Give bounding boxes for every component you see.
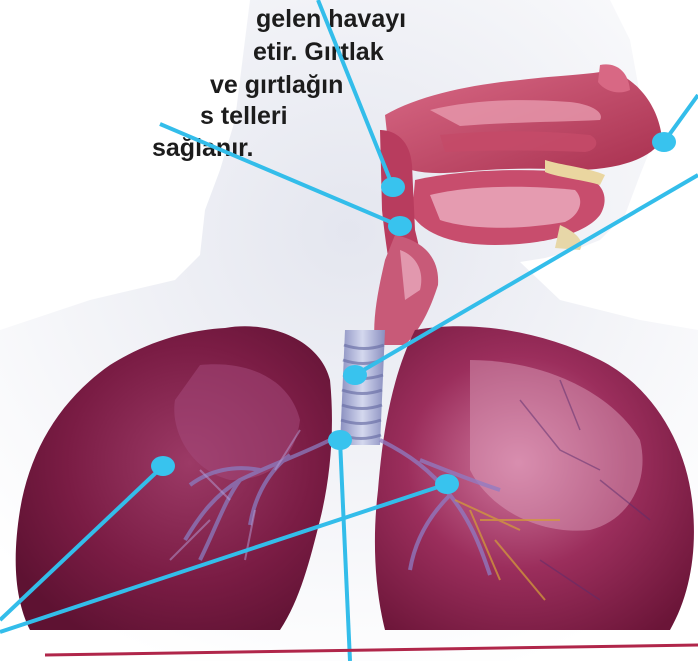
caption-line-3: ve gırtlağın xyxy=(210,71,343,99)
pointer-dot-icon xyxy=(328,430,352,450)
pointer-dot-icon xyxy=(343,365,367,385)
pointer-dot-icon xyxy=(652,132,676,152)
caption-line-2: etir. Gırtlak xyxy=(253,38,384,66)
pointer-dot-icon xyxy=(435,474,459,494)
pointer-dot-icon xyxy=(388,216,412,236)
pointer-dot-icon xyxy=(381,177,405,197)
caption-line-4: s telleri xyxy=(200,102,288,130)
trachea xyxy=(340,330,385,445)
pointer-dot-icon xyxy=(151,456,175,476)
